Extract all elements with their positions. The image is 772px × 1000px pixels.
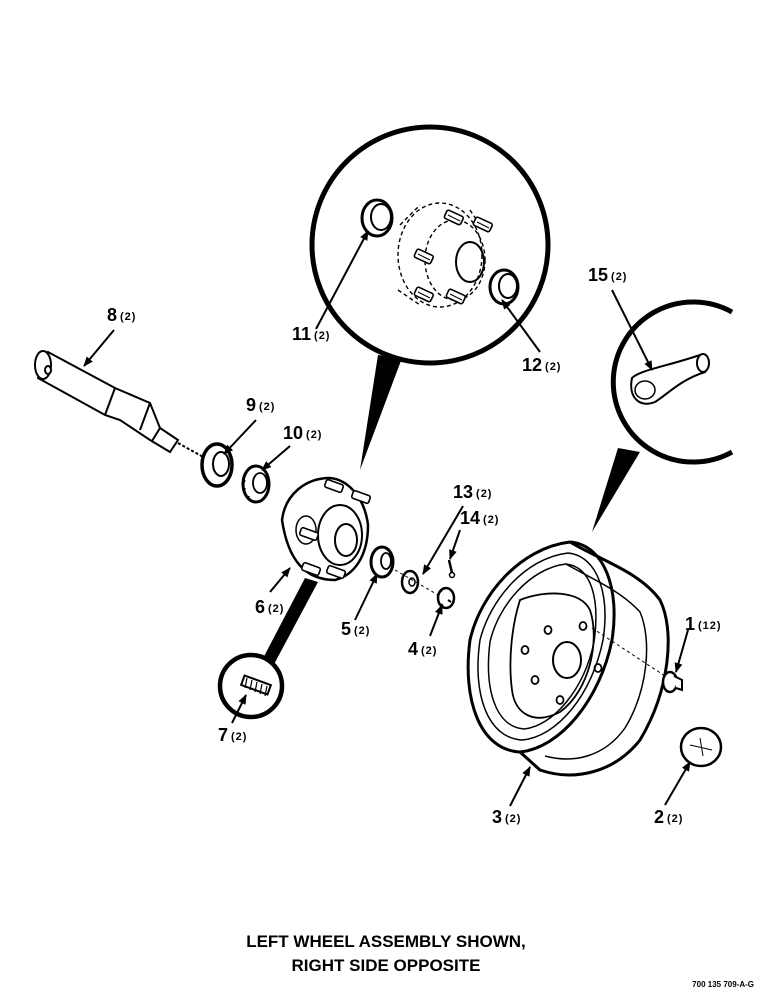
stud-detail-circle [217,578,318,720]
callout-6: 6(2) [255,597,285,617]
drawing-number: 700 135 709-A-G [692,980,754,989]
callout-5: 5(2) [341,619,371,639]
hub-detail-circle [309,124,551,470]
callout-11: 11(2) [292,324,331,344]
callout-2: 2(2) [654,807,684,827]
callout-8: 8(2) [107,305,137,325]
valve-stem-detail-circle [592,299,734,532]
hub [280,476,372,582]
callout-15: 15(2) [588,265,628,285]
spindle [34,350,206,459]
callout-7: 7(2) [218,725,248,745]
callout-14: 14(2) [460,508,500,528]
hub-cap [679,726,723,768]
callout-4: 4(2) [408,639,438,659]
callout-1: 1(12) [685,614,722,634]
callout-3: 3(2) [492,807,522,827]
cotter-pin [447,559,456,579]
lug-nut [661,670,683,694]
figure-caption: LEFT WHEEL ASSEMBLY SHOWN, RIGHT SIDE OP… [0,930,772,978]
leader-arrows [83,230,691,807]
inner-bearing [241,464,271,504]
outer-bearing [369,545,395,579]
callout-9: 9(2) [246,395,276,415]
callout-13: 13(2) [453,482,493,502]
caption-line-2: RIGHT SIDE OPPOSITE [291,956,481,975]
castle-nut [436,586,456,610]
caption-line-1: LEFT WHEEL ASSEMBLY SHOWN, [246,932,526,951]
washer [400,569,420,595]
wheel-rim [466,540,670,777]
callout-12: 12(2) [522,355,562,375]
callout-10: 10(2) [283,423,323,443]
